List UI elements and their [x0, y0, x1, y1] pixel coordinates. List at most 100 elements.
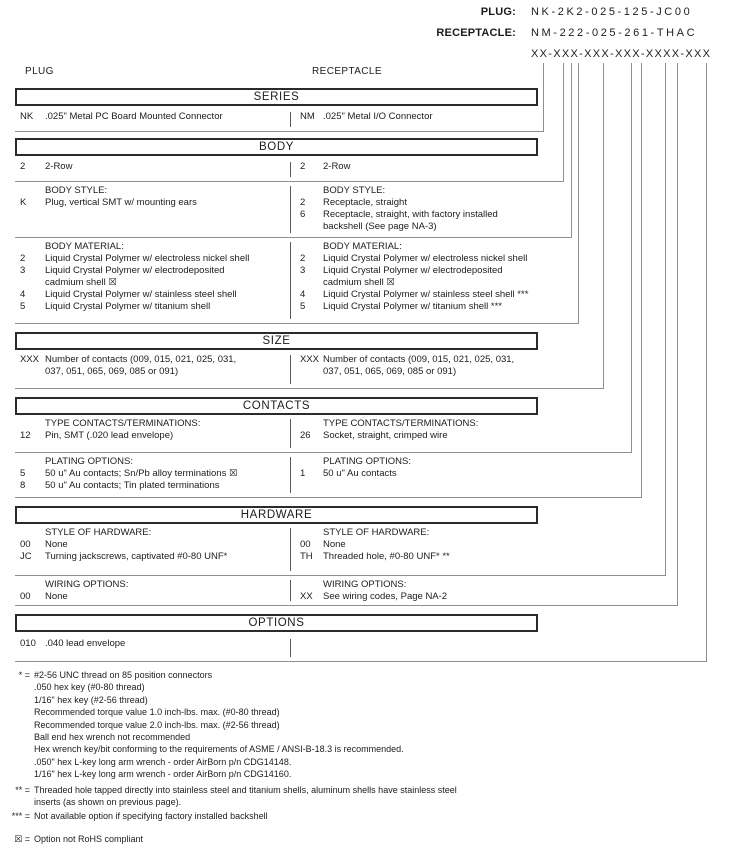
contacts-left-option-code: 5 [20, 468, 26, 479]
plug-pn-value: NK-2K2-025-125-JC00 [531, 6, 693, 18]
size-right-option-text: Number of contacts (009, 015, 021, 025, … [323, 354, 515, 365]
plug-column-label: PLUG [25, 66, 54, 77]
section-header-body: BODY [15, 138, 538, 156]
receptacle-column-label: RECEPTACLE [312, 66, 382, 77]
series-column-divider [290, 112, 291, 127]
contacts-right-option-text: Socket, straight, crimped wire [323, 430, 448, 441]
body-left-option-text: Liquid Crystal Polymer w/ electrodeposit… [45, 265, 225, 276]
body-right-option-text: Liquid Crystal Polymer w/ electroless ni… [323, 253, 528, 264]
body-right-option-text: 2-Row [323, 161, 351, 172]
body-right-option-text: cadmium shell ☒ [323, 277, 395, 288]
section-header-options: OPTIONS [15, 614, 538, 632]
size-right-option-code: XXX [300, 354, 320, 365]
contacts-left-option-text: Pin, SMT (.020 lead envelope) [45, 430, 174, 441]
plug-pn-label: PLUG: [480, 6, 516, 18]
body-right-option-code [300, 221, 323, 233]
hardware-left-option-text: None [45, 591, 68, 602]
body-right-option-line: 2 Liquid Crystal Polymer w/ electroless n… [300, 253, 545, 265]
contacts-right-group-label: PLATING OPTIONS: [323, 456, 411, 467]
hardware-left-option-line: 00 None [20, 539, 288, 551]
hardware-column-divider [290, 580, 291, 601]
footnote-0-line: .050" hex L-key long arm wrench - order … [34, 756, 292, 767]
body-row-rule [15, 323, 579, 324]
series-left-option-text: .025" Metal PC Board Mounted Connector [45, 111, 223, 122]
section-header-size: SIZE [15, 332, 538, 350]
body-left-option-code: 5 [20, 301, 26, 312]
body-left-option-code: K [20, 197, 27, 208]
section-header-series: SERIES [15, 88, 538, 106]
body-right-option-code: 2 [300, 253, 306, 264]
body-right-option-code: 2 [300, 197, 306, 208]
hardware-left-option-line: JC Turning jackscrews, captivated #0-80 U… [20, 551, 288, 563]
contacts-column-divider [290, 419, 291, 448]
footnote-0-line: Hex wrench key/bit conforming to the req… [34, 744, 404, 755]
hardware-right-option-text: Threaded hole, #0-80 UNF* ** [323, 551, 450, 562]
hardware-column-divider [290, 528, 291, 571]
options-column-divider [290, 639, 291, 657]
footnote-2-marker: *** = [11, 811, 30, 822]
contacts-left-option-text: 50 u" Au contacts; Sn/Pb alloy terminati… [45, 468, 238, 479]
contacts-row-rule [15, 452, 632, 453]
body-left-group-label: BODY STYLE: [45, 185, 108, 196]
body-right-group-label: BODY STYLE: [323, 185, 386, 196]
body-column-divider [290, 162, 291, 177]
body-left-option-line: cadmium shell ☒ [20, 277, 288, 289]
receptacle-pn-label: RECEPTACLE: [436, 27, 516, 39]
body-column-divider [290, 186, 291, 233]
contacts-left-option-line: 5 50 u" Au contacts; Sn/Pb alloy terminat… [20, 468, 288, 480]
footnote-0-line: .050 hex key (#0-80 thread) [34, 682, 145, 693]
footnote-2-text: Not available option if specifying facto… [34, 810, 722, 822]
part-number-template: XX-XXX-XXX-XXX-XXXX-XXX [531, 48, 712, 60]
body-right-option-text: Liquid Crystal Polymer w/ electrodeposit… [323, 265, 503, 276]
contacts-right-option-code: 1 [300, 468, 306, 479]
series-row0-left-column: NK .025" Metal PC Board Mounted Connector [20, 111, 288, 123]
series-left-option-code: NK [20, 111, 34, 122]
body-right-option-text: Receptacle, straight, with factory insta… [323, 209, 498, 220]
contacts-row-rule [15, 497, 642, 498]
hardware-left-option-code: 00 [20, 539, 31, 550]
hardware-right-option-code: 00 [300, 539, 311, 550]
hardware-left-option-text: Turning jackscrews, captivated #0-80 UNF… [45, 551, 228, 562]
section-header-hardware: HARDWARE [15, 506, 538, 524]
size-right-option-line: 037, 051, 065, 069, 085 or 091) [300, 366, 545, 378]
contacts-left-group-label: PLATING OPTIONS: [45, 456, 133, 467]
hardware-row-rule [15, 605, 678, 606]
footnote-1-line: inserts (as shown on previous page). [34, 797, 182, 808]
options-row-rule [15, 661, 707, 662]
footnote-0: * =#2-56 UNC thread on 85 position conne… [0, 669, 722, 781]
body-right-group-label: BODY MATERIAL: [323, 241, 402, 252]
series-right-option-line: NM.025" Metal I/O Connector [300, 111, 545, 123]
section-header-contacts: CONTACTS [15, 397, 538, 415]
series-row0-right-column: NM.025" Metal I/O Connector [300, 111, 545, 123]
footnote-3: ☒ =Option not RoHS compliant [0, 833, 722, 845]
hardware-right-group-label: STYLE OF HARDWARE: [323, 527, 430, 538]
plug-part-number-row: PLUG: NK-2K2-025-125-JC00 [0, 6, 724, 18]
hardware-left-option-code: JC [20, 551, 32, 562]
body-left-option-text: cadmium shell ☒ [45, 277, 117, 288]
footnote-0-line: #2-56 UNC thread on 85 position connecto… [34, 670, 213, 680]
body-right-option-code: 3 [300, 265, 306, 276]
hardware-left-option-text: None [45, 539, 68, 550]
contacts-left-group-label: TYPE CONTACTS/TERMINATIONS: [45, 418, 201, 429]
footnote-3-text: Option not RoHS compliant [34, 833, 722, 845]
body-column-divider [290, 242, 291, 319]
body-right-option-code: 2 [300, 161, 306, 172]
